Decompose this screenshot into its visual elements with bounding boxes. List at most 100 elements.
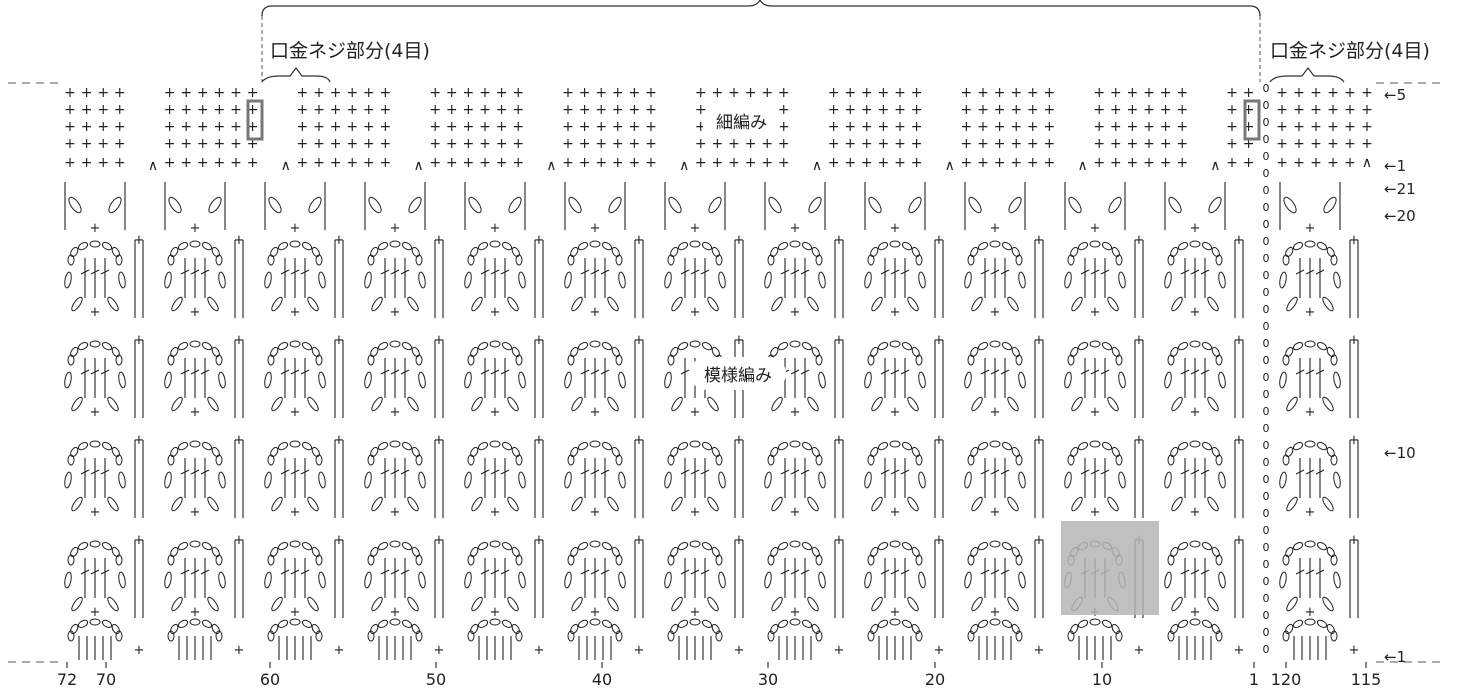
chain-stitch: 0 — [1263, 626, 1270, 639]
chain-loop — [701, 619, 713, 628]
chain-loop — [370, 623, 379, 635]
chain-loop — [77, 542, 89, 551]
chain-loop — [1171, 396, 1183, 412]
single-crochet-stitch: + — [1305, 305, 1316, 320]
single-crochet-stitch: + — [562, 85, 574, 101]
single-crochet-stitch: + — [934, 233, 945, 248]
chain-loop — [477, 342, 489, 351]
single-crochet-stitch: + — [1243, 119, 1255, 135]
double-crochet-cross — [80, 369, 90, 375]
single-crochet-stitch: + — [1093, 155, 1105, 171]
chain-loop — [371, 396, 383, 412]
single-crochet-stitch: + — [1034, 533, 1045, 548]
chain-loop — [677, 342, 689, 351]
chain-loop — [1101, 342, 1113, 351]
chain-stitch: 0 — [1263, 439, 1270, 452]
decrease-stitch: ∧ — [546, 158, 556, 174]
double-crochet-cross — [600, 269, 610, 275]
single-crochet-stitch: + — [512, 85, 524, 101]
double-crochet-cross — [180, 369, 190, 375]
chain-loop — [1068, 196, 1082, 214]
col-number-50: 50 — [425, 670, 447, 689]
single-crochet-stitch: ∧ — [1362, 155, 1372, 171]
row-marker-10: ←10 — [1384, 444, 1416, 462]
chain-loop — [611, 346, 620, 358]
chain-loop — [1189, 240, 1201, 248]
chain-loop — [1218, 471, 1226, 489]
double-crochet-cross — [580, 369, 590, 375]
chain-loop — [1286, 296, 1298, 312]
single-crochet-stitch: + — [645, 102, 657, 118]
chain-loop — [1111, 446, 1120, 458]
chain-loop — [177, 542, 189, 551]
chain-loop — [1322, 596, 1334, 612]
chain-loop — [411, 346, 420, 358]
chain-loop — [868, 196, 882, 214]
chain-stitch: 0 — [1263, 371, 1270, 384]
chain-loop — [701, 442, 713, 451]
chain-loop — [911, 346, 920, 358]
single-crochet-stitch: + — [1034, 333, 1045, 348]
single-crochet-stitch: + — [634, 643, 645, 658]
single-crochet-stitch: + — [1010, 155, 1022, 171]
double-crochet-cross — [380, 569, 390, 575]
single-crochet-stitch: + — [712, 155, 724, 171]
single-crochet-stitch: + — [114, 102, 126, 118]
single-crochet-stitch: + — [911, 102, 923, 118]
chain-stitch: 0 — [1263, 575, 1270, 588]
chain-loop — [967, 630, 975, 642]
chain-loop — [301, 542, 313, 551]
chain-loop — [107, 296, 119, 312]
double-crochet-cross — [400, 469, 410, 475]
chain-loop — [1211, 546, 1220, 558]
chain-loop — [311, 246, 320, 258]
chain-loop — [707, 596, 719, 612]
single-crochet-stitch: + — [164, 155, 176, 171]
chain-loop — [371, 496, 383, 512]
chain-loop — [577, 619, 589, 628]
chain-stitch: 0 — [1263, 201, 1270, 214]
double-crochet-cross — [600, 469, 610, 475]
chain-loop — [68, 196, 82, 214]
chain-loop — [801, 342, 813, 351]
single-crochet-stitch: + — [844, 155, 856, 171]
chain-loop — [1286, 496, 1298, 512]
single-crochet-stitch: + — [1127, 155, 1139, 171]
chain-loop — [307, 596, 319, 612]
chain-loop — [377, 242, 389, 251]
chain-loop — [970, 246, 979, 258]
single-crochet-stitch: + — [180, 119, 192, 135]
chain-loop — [1322, 396, 1334, 412]
chain-loop — [901, 242, 913, 251]
chain-loop — [870, 446, 879, 458]
single-crochet-stitch: + — [1243, 85, 1255, 101]
chain-loop — [664, 271, 672, 289]
chain-loop — [571, 596, 583, 612]
single-crochet-stitch: + — [164, 85, 176, 101]
single-crochet-stitch: + — [390, 405, 401, 420]
chain-loop — [889, 440, 901, 448]
chain-loop — [107, 596, 119, 612]
double-crochet-cross — [1000, 269, 1010, 275]
single-crochet-stitch: + — [690, 405, 701, 420]
chain-loop — [408, 196, 422, 214]
single-crochet-stitch: + — [1344, 155, 1356, 171]
chain-loop — [801, 242, 813, 251]
chain-loop — [171, 396, 183, 412]
single-crochet-stitch: + — [890, 605, 901, 620]
chain-loop — [501, 542, 513, 551]
single-crochet-stitch: + — [1110, 85, 1122, 101]
chain-loop — [77, 619, 89, 628]
chain-loop — [1164, 371, 1172, 389]
chain-loop — [1292, 242, 1304, 251]
chain-loop — [1170, 546, 1179, 558]
chain-loop — [718, 571, 726, 589]
chain-loop — [1189, 618, 1201, 626]
single-crochet-stitch: + — [1027, 102, 1039, 118]
chain-loop — [318, 371, 326, 389]
double-crochet-cross — [890, 369, 900, 375]
single-crochet-stitch: + — [1176, 119, 1188, 135]
chain-loop — [1215, 454, 1223, 466]
single-crochet-stitch: + — [778, 85, 790, 101]
single-crochet-stitch: + — [114, 85, 126, 101]
